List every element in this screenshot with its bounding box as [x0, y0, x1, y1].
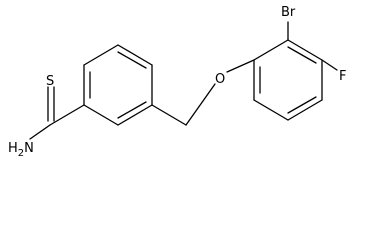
bond — [117, 44, 153, 66]
benzene-ring-left — [83, 44, 153, 126]
bond — [151, 104, 187, 126]
double-bond-inner — [287, 96, 317, 114]
bond — [29, 124, 51, 140]
atom-label-sulfur: S — [46, 74, 54, 89]
bond — [83, 44, 119, 66]
bond — [287, 99, 323, 121]
thioamide-group — [29, 86, 85, 140]
chemical-structure: Br F O S H2N — [8, 5, 347, 157]
bond — [253, 39, 289, 61]
bond — [253, 99, 289, 121]
atom-label-amine: H2N — [8, 141, 34, 157]
double-bond-inner — [117, 51, 147, 69]
double-bond-inner — [117, 101, 147, 119]
bond — [49, 104, 85, 126]
bond — [226, 59, 255, 73]
double-bond-inner — [287, 46, 317, 64]
atom-label-bromine: Br — [281, 5, 296, 20]
bond-to-fluorine — [321, 59, 338, 71]
structure-drawing: Br F O S H2N — [8, 5, 346, 157]
bond — [185, 83, 216, 126]
atom-label-fluorine: F — [339, 69, 346, 84]
bond — [117, 104, 153, 126]
atom-label-oxygen: O — [215, 72, 225, 87]
benzene-ring-right — [253, 39, 323, 121]
bond — [287, 39, 323, 61]
methyleneoxy-linker — [151, 59, 255, 126]
bond — [83, 104, 119, 126]
